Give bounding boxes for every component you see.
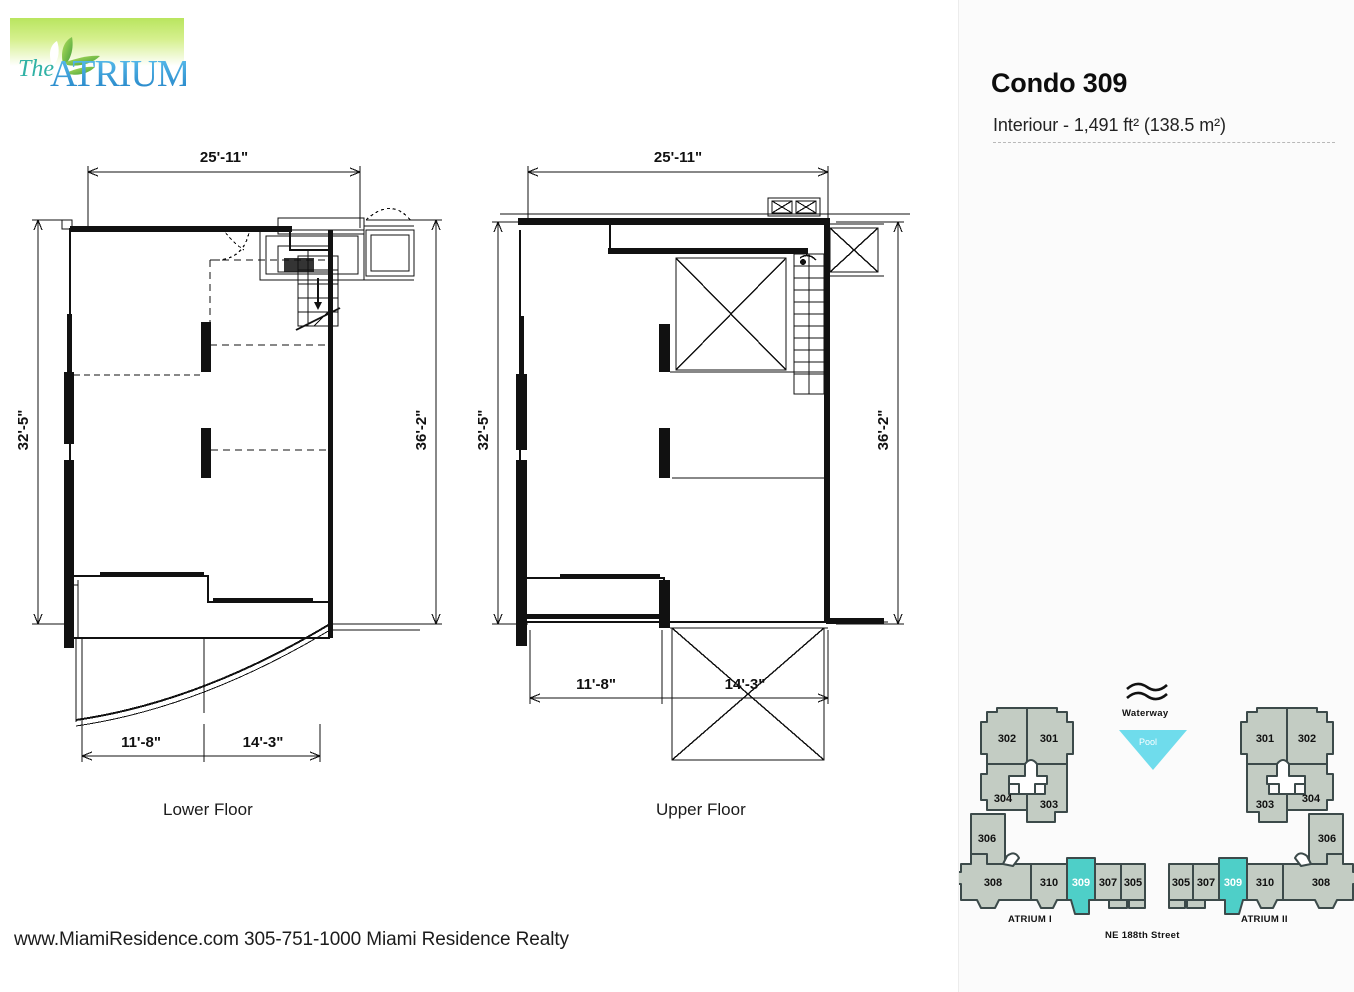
footer-contact: www.MiamiResidence.com 305-751-1000 Miam… bbox=[14, 929, 569, 950]
plate-label-305-a2: 305 bbox=[1172, 877, 1190, 889]
condo-area-subtitle: Interiour - 1,491 ft² (138.5 m²) bbox=[993, 115, 1226, 135]
logo-atrium-text: ATRIUM bbox=[50, 53, 186, 90]
atrium-1-plates: 302 301 304 303 306 bbox=[954, 707, 1146, 915]
floorplan-drawings: 25'-11" 32'-5" bbox=[0, 130, 958, 860]
plate-label-308-a2: 308 bbox=[1312, 877, 1330, 889]
upper-dim-right: 36'-2" bbox=[875, 410, 892, 451]
upper-floor-caption: Upper Floor bbox=[656, 800, 746, 819]
plate-label-301-a2: 301 bbox=[1256, 733, 1274, 745]
plate-label-304-a2: 304 bbox=[1302, 793, 1321, 805]
plate-label-302-a2: 302 bbox=[1298, 733, 1316, 745]
lobby-notch-a2 bbox=[1266, 759, 1306, 795]
plate-308-a2 bbox=[1282, 853, 1354, 909]
lower-floor-caption: Lower Floor bbox=[163, 800, 253, 819]
plate-label-308-a1: 308 bbox=[984, 877, 1002, 889]
plate-label-306-a1: 306 bbox=[978, 833, 996, 845]
plate-label-303-a2: 303 bbox=[1256, 799, 1274, 811]
atrium-logo-svg: The ATRIUM bbox=[10, 18, 191, 95]
upper-floor-drawing: 25'-11" 32'-5" bbox=[475, 149, 910, 761]
logo-the-text: The bbox=[18, 56, 54, 82]
lower-dim-bottom-left: 11'-8" bbox=[121, 734, 161, 751]
plate-label-304-a1: 304 bbox=[994, 793, 1013, 805]
plate-label-302-a1: 302 bbox=[998, 733, 1016, 745]
plate-label-309-a1: 309 bbox=[1072, 877, 1090, 889]
atrium-2-label: ATRIUM II bbox=[1241, 914, 1288, 925]
waterway-icon bbox=[1126, 682, 1168, 701]
atrium-1-label: ATRIUM I bbox=[1008, 914, 1052, 925]
condo-title: Condo 309 bbox=[991, 68, 1128, 98]
site-map-svg: 302 301 304 303 306 bbox=[954, 682, 1354, 915]
lower-dim-bottom-right: 14'-3" bbox=[243, 734, 284, 751]
atrium-logo: The ATRIUM bbox=[8, 18, 191, 95]
entry-notch-a1 bbox=[1002, 852, 1020, 867]
floorplan-svg: 25'-11" 32'-5" bbox=[15, 149, 910, 762]
info-panel: Condo 309 Interiour - 1,491 ft² (138.5 m… bbox=[954, 0, 1354, 992]
plate-label-310-a1: 310 bbox=[1040, 877, 1058, 889]
plate-label-306-a2: 306 bbox=[1318, 833, 1336, 845]
title-divider bbox=[993, 142, 1335, 143]
upper-dim-left: 32'-5" bbox=[475, 410, 492, 451]
upper-dim-top: 25'-11" bbox=[654, 149, 702, 166]
street-label: NE 188th Street bbox=[1105, 930, 1180, 941]
pool-label: Pool bbox=[1139, 737, 1158, 747]
plate-label-309-a2: 309 bbox=[1224, 877, 1242, 889]
upper-dim-bottom-left: 11'-8" bbox=[576, 676, 616, 693]
plate-label-307-a1: 307 bbox=[1099, 877, 1117, 889]
plate-label-305-a1: 305 bbox=[1124, 877, 1142, 889]
atrium-2-plates bbox=[1168, 707, 1354, 915]
lower-dim-right: 36'-2" bbox=[413, 410, 430, 451]
plate-label-310-a2: 310 bbox=[1256, 877, 1274, 889]
plate-label-301-a1: 301 bbox=[1040, 733, 1058, 745]
lower-dim-left: 32'-5" bbox=[15, 410, 32, 451]
site-map: 302 301 304 303 306 bbox=[954, 672, 1354, 952]
plate-label-303-a1: 303 bbox=[1040, 799, 1058, 811]
lower-dim-top: 25'-11" bbox=[200, 149, 248, 166]
pool-shape bbox=[1119, 730, 1187, 770]
upper-dim-bottom-right: 14'-3" bbox=[725, 676, 766, 693]
plate-label-307-a2: 307 bbox=[1197, 877, 1215, 889]
lower-floor-drawing: 25'-11" 32'-5" bbox=[15, 149, 442, 762]
entry-notch-a2 bbox=[1294, 852, 1312, 867]
lobby-notch-a1 bbox=[1008, 759, 1048, 795]
waterway-label: Waterway bbox=[1122, 708, 1169, 719]
